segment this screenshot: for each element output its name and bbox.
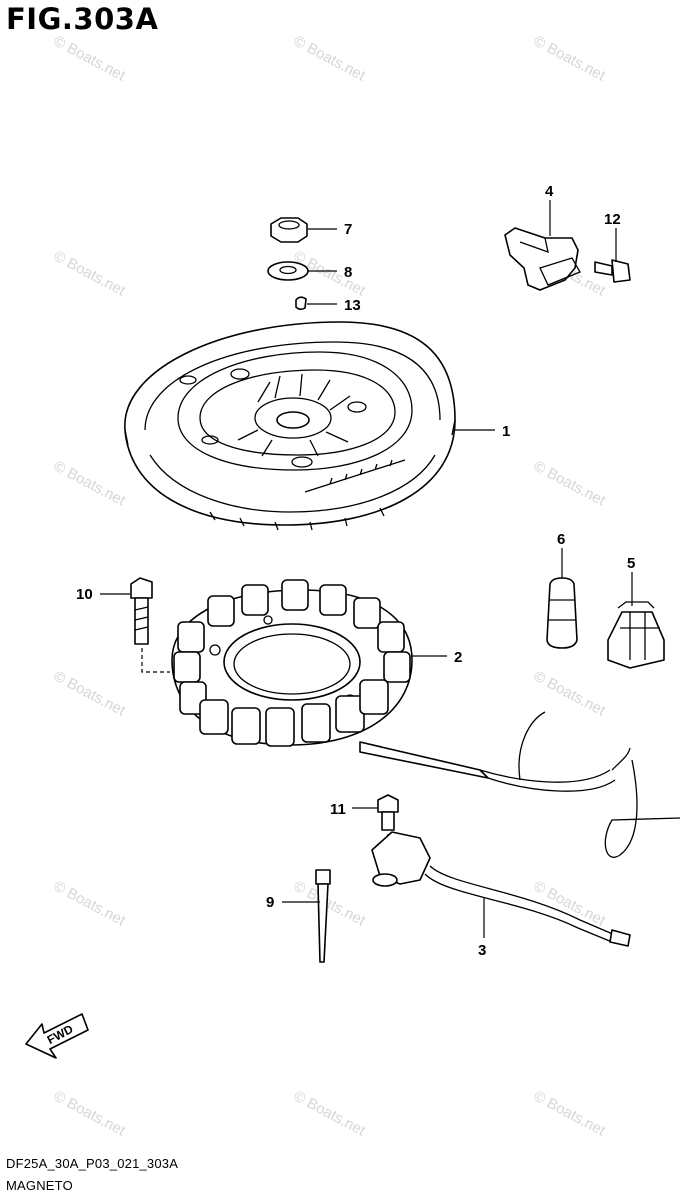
- callout-1: 1: [502, 423, 510, 440]
- fwd-arrow: FWD: [25, 1013, 89, 1059]
- callout-11: 11: [330, 801, 346, 818]
- figure-title: FIG.303A: [6, 2, 159, 36]
- part-rubber-cap: [546, 577, 578, 649]
- callout-12: 12: [604, 211, 621, 228]
- part-bolt-long: [130, 577, 170, 673]
- callout-5: 5: [627, 555, 635, 572]
- part-nut: [270, 217, 308, 243]
- callout-4: 4: [545, 183, 554, 200]
- part-coupler: [607, 601, 665, 669]
- part-pulser-coil: [371, 831, 631, 947]
- part-bolt-small: [594, 259, 631, 283]
- callout-13: 13: [344, 297, 361, 314]
- callout-9: 9: [266, 894, 274, 911]
- callout-8: 8: [344, 264, 352, 281]
- model-code: DF25A_30A_P03_021_303A: [6, 1156, 179, 1171]
- part-key: [295, 296, 307, 311]
- callout-2: 2: [454, 649, 462, 666]
- callout-6: 6: [557, 531, 565, 548]
- part-cable-tie: [315, 869, 331, 963]
- figure-caption: MAGNETO: [6, 1178, 73, 1193]
- callout-7: 7: [344, 221, 352, 238]
- part-stator: [171, 579, 681, 858]
- part-flywheel: [124, 321, 456, 531]
- callout-10: 10: [76, 586, 93, 603]
- part-sensor: [504, 227, 581, 291]
- part-washer: [267, 261, 309, 281]
- leader-lines: [100, 200, 633, 938]
- callout-3: 3: [478, 942, 486, 959]
